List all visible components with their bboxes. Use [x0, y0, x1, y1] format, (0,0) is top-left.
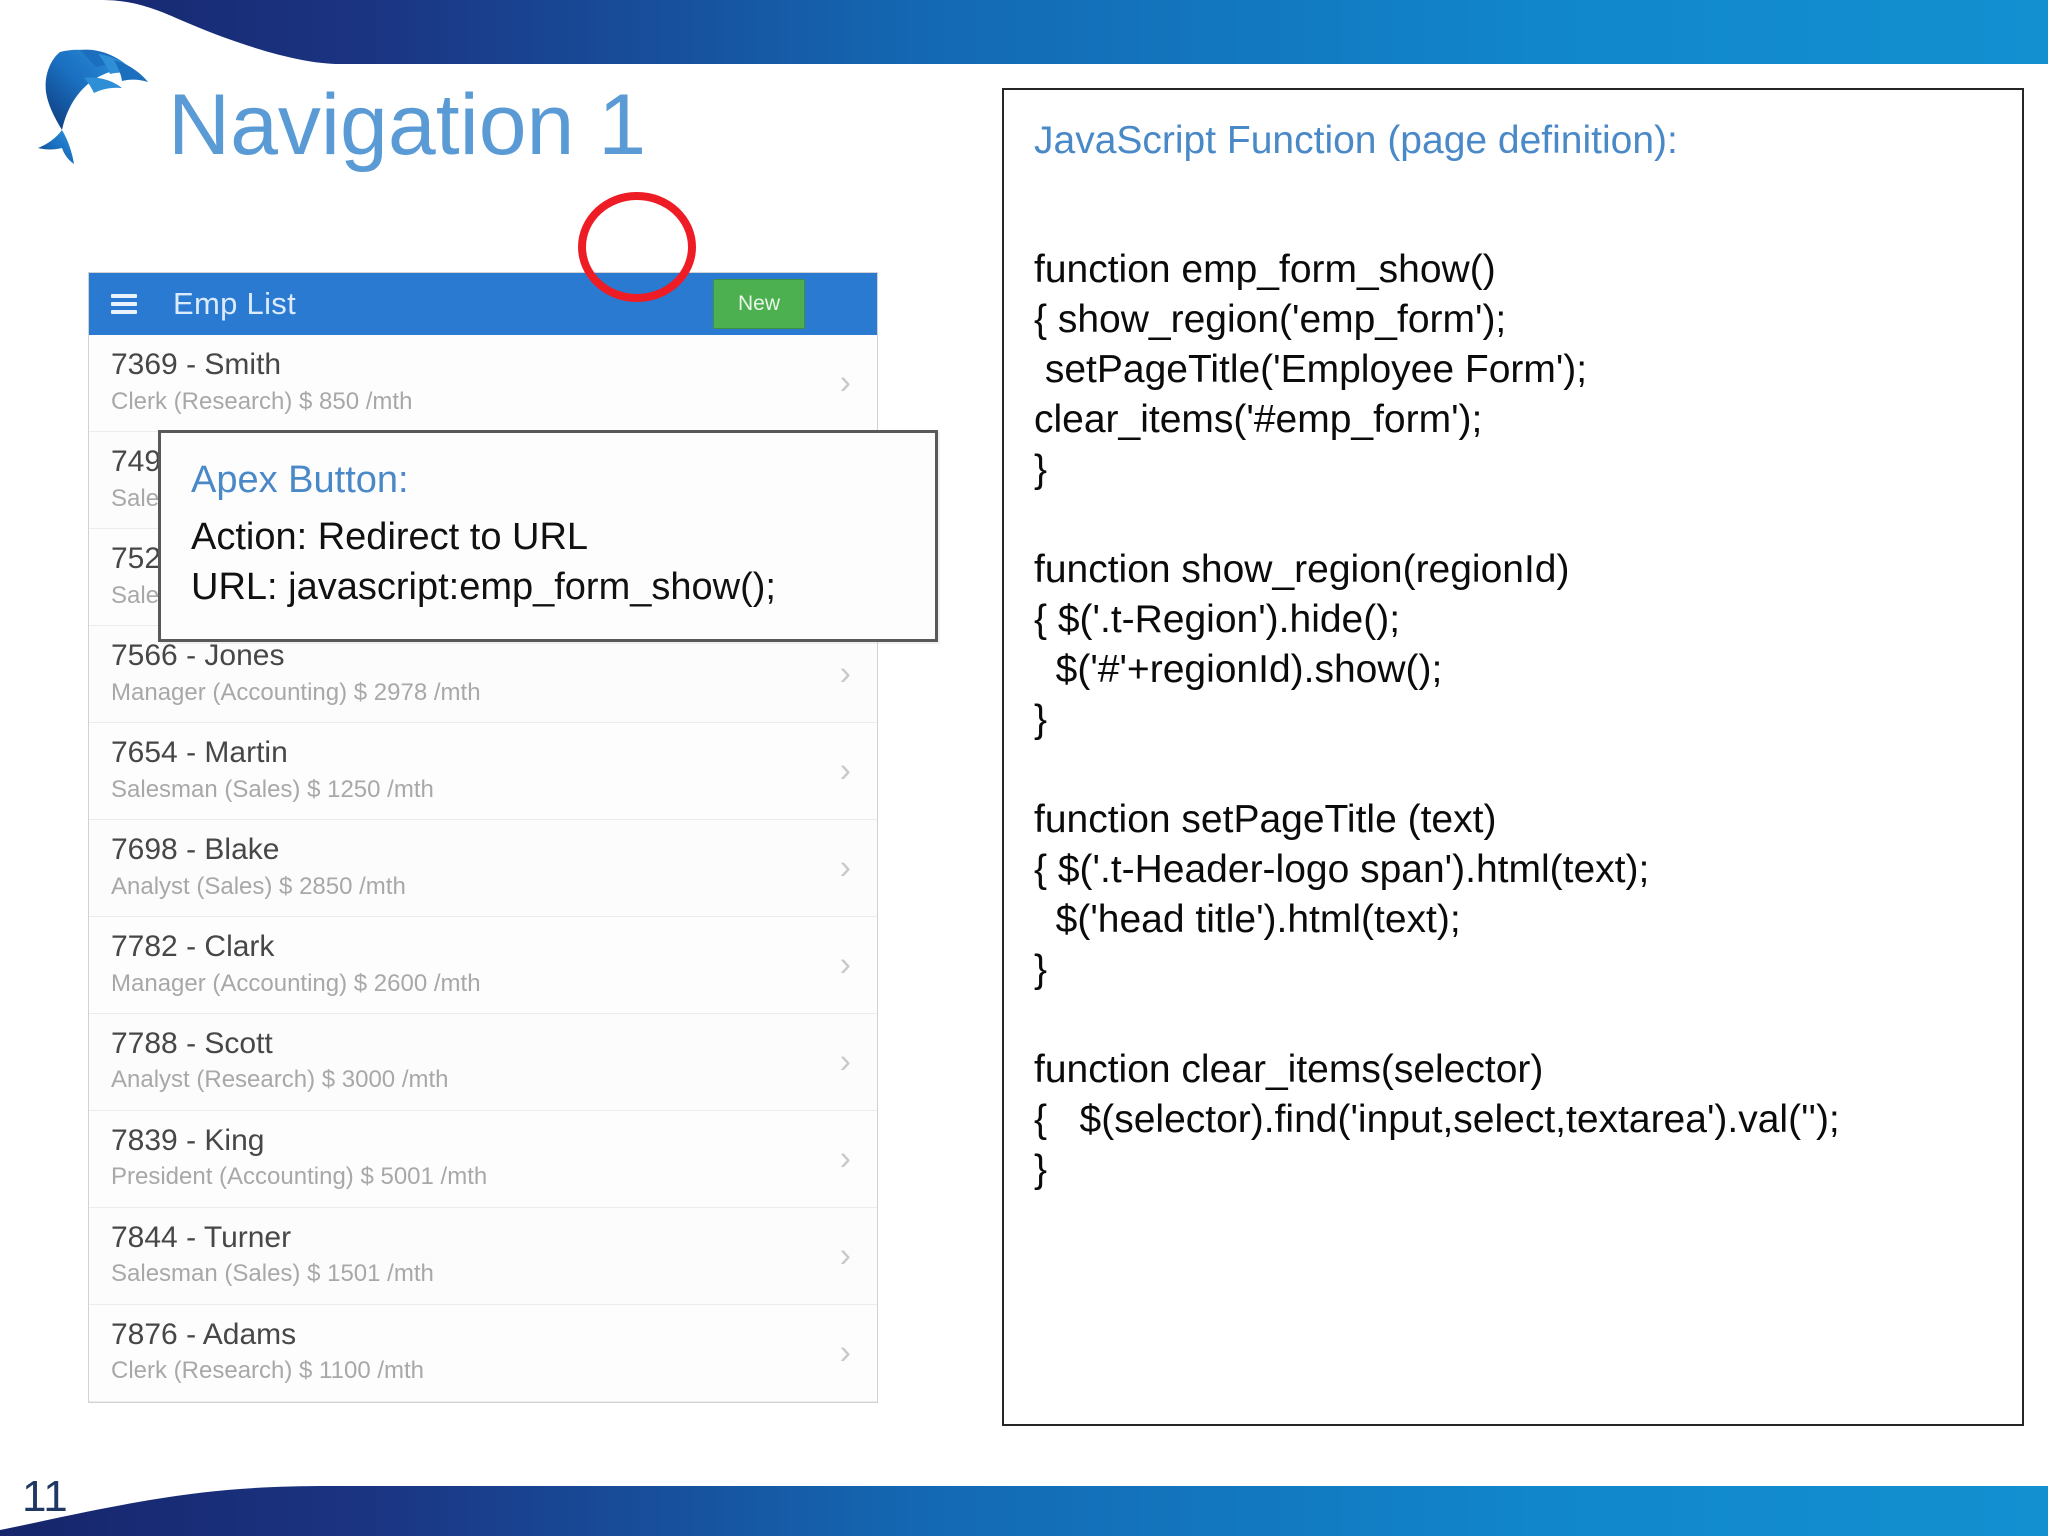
emp-list-title: Emp List	[173, 286, 296, 321]
emp-name: 7654 - Martin	[111, 735, 288, 769]
chevron-right-icon: ›	[839, 1236, 851, 1275]
code-line: setPageTitle('Employee Form');	[1034, 347, 1588, 391]
dolphin-logo	[22, 34, 162, 164]
emp-detail: Analyst (Research) $ 3000 /mth	[111, 1066, 449, 1094]
header-banner	[0, 0, 2048, 64]
code-line: }	[1034, 447, 1048, 491]
emp-detail: Sale	[111, 581, 160, 609]
emp-name: 749	[111, 444, 162, 478]
code-line: clear_items('#emp_form');	[1034, 397, 1483, 441]
emp-name: 7566 - Jones	[111, 638, 285, 672]
emp-detail: Manager (Accounting) $ 2600 /mth	[111, 969, 481, 997]
chevron-right-icon: ›	[839, 1042, 851, 1081]
emp-name: 7788 - Scott	[111, 1026, 273, 1060]
new-button[interactable]: New	[713, 279, 805, 329]
emp-name: 7782 - Clark	[111, 929, 275, 963]
code-lines: function emp_form_show() { show_region('e…	[1034, 195, 2002, 1195]
code-line: $('#'+regionId).show();	[1034, 647, 1443, 691]
chevron-right-icon: ›	[839, 945, 851, 984]
emp-detail: Salesman (Sales) $ 1501 /mth	[111, 1260, 434, 1288]
code-line: }	[1034, 947, 1048, 991]
chevron-right-icon: ›	[839, 654, 851, 693]
emp-detail: Clerk (Research) $ 850 /mth	[111, 387, 413, 415]
code-line: function setPageTitle (text)	[1034, 797, 1497, 841]
emp-name: 7844 - Turner	[111, 1220, 292, 1254]
code-line	[1034, 495, 2002, 545]
page-title: Navigation 1	[168, 77, 647, 173]
callout-title: Apex Button:	[191, 459, 409, 501]
code-line	[1034, 195, 2002, 245]
chevron-right-icon: ›	[839, 1139, 851, 1178]
emp-detail: Manager (Accounting) $ 2978 /mth	[111, 678, 481, 706]
emp-name: 752	[111, 541, 162, 575]
emp-detail: Analyst (Sales) $ 2850 /mth	[111, 872, 406, 900]
chevron-right-icon: ›	[839, 751, 851, 790]
emp-detail: Salesman (Sales) $ 1250 /mth	[111, 775, 434, 803]
code-line: { $(selector).find('input,select,textare…	[1034, 1097, 1840, 1141]
code-line: { $('.t-Region').hide();	[1034, 597, 1401, 641]
emp-detail: Clerk (Research) $ 1100 /mth	[111, 1357, 425, 1385]
emp-list-toolbar: Emp List New	[89, 273, 877, 335]
code-line: }	[1034, 697, 1048, 741]
chevron-right-icon: ›	[839, 1333, 851, 1372]
emp-detail: Sale	[111, 484, 160, 512]
footer-banner	[0, 1446, 2048, 1536]
callout-url-line: URL: javascript:emp_form_show();	[191, 566, 776, 609]
callout-action-line: Action: Redirect to URL	[191, 516, 589, 559]
code-line: { show_region('emp_form');	[1034, 297, 1507, 341]
code-line	[1034, 745, 2002, 795]
code-line: function show_region(regionId)	[1034, 547, 1570, 591]
emp-detail: President (Accounting) $ 5001 /mth	[111, 1163, 488, 1191]
apex-button-callout: Apex Button: Action: Redirect to URL URL…	[158, 430, 938, 642]
page-number: 11	[22, 1472, 68, 1521]
code-panel-heading: JavaScript Function (page definition):	[1034, 119, 1678, 162]
code-line: function clear_items(selector)	[1034, 1047, 1544, 1091]
code-line: function emp_form_show()	[1034, 247, 1496, 291]
emp-name: 7369 - Smith	[111, 348, 282, 381]
hamburger-icon[interactable]	[111, 294, 137, 314]
emp-name: 7876 - Adams	[111, 1317, 297, 1351]
chevron-right-icon: ›	[839, 363, 851, 402]
code-line: $('head title').html(text);	[1034, 897, 1461, 941]
code-line: }	[1034, 1147, 1048, 1191]
javascript-code-panel: JavaScript Function (page definition): f…	[1002, 88, 2024, 1426]
code-line: { $('.t-Header-logo span').html(text);	[1034, 847, 1650, 891]
chevron-right-icon: ›	[839, 848, 851, 887]
emp-name: 7839 - King	[111, 1123, 265, 1157]
emp-name: 7698 - Blake	[111, 832, 280, 866]
code-line	[1034, 995, 2002, 1045]
